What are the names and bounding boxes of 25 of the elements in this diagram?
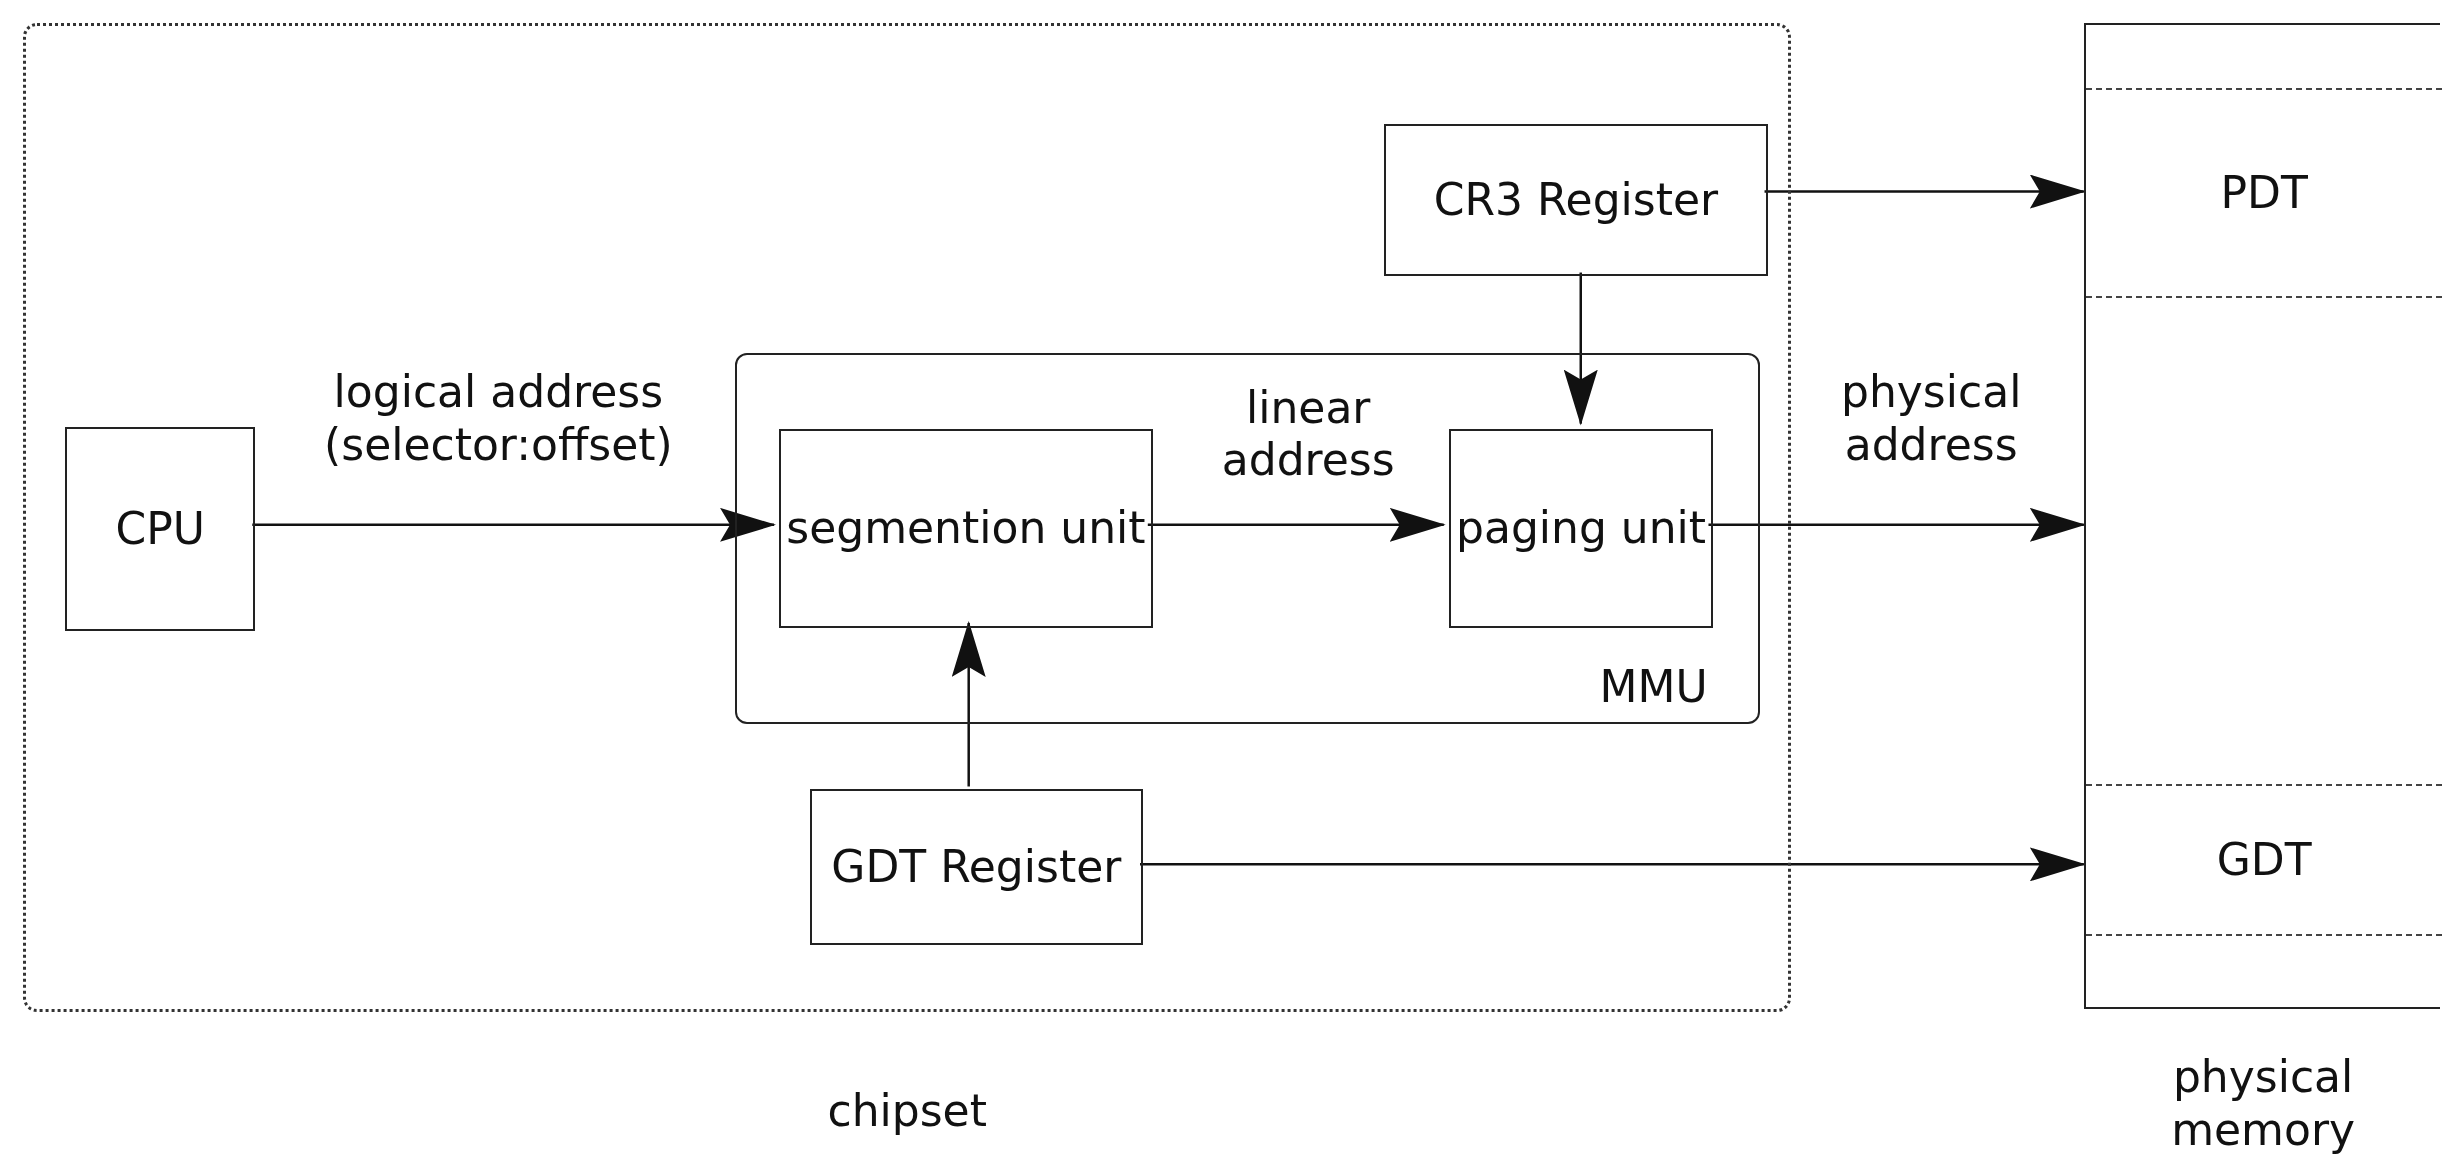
arrow (951, 620, 986, 787)
arrow (1563, 272, 1598, 426)
memory-region (2085, 783, 2442, 937)
process-box (779, 428, 1153, 628)
node-label: paging unit (1455, 501, 1708, 555)
process-box (65, 426, 256, 631)
arrow (252, 507, 777, 542)
node-label: CPU (114, 502, 206, 555)
process-box (1384, 124, 1768, 276)
arrow (1147, 507, 1446, 542)
process-box (1448, 428, 1714, 628)
process-box (809, 789, 1143, 946)
node-label: segmention unit (785, 501, 1147, 555)
arrow (1708, 507, 2086, 542)
memory-region (2085, 87, 2442, 298)
unit-container (734, 353, 1760, 725)
arrow (1764, 174, 2086, 209)
node-label: physical memory (2170, 1051, 2357, 1157)
node-label: chipset (826, 1085, 988, 1139)
arrow (1140, 847, 2086, 882)
node-label: GDT (2215, 833, 2313, 887)
node-label: GDT Register (830, 840, 1123, 894)
node-label: CR3 Register (1432, 173, 1720, 227)
node-label: MMU (1599, 661, 1708, 715)
node-label: PDT (2219, 166, 2309, 220)
